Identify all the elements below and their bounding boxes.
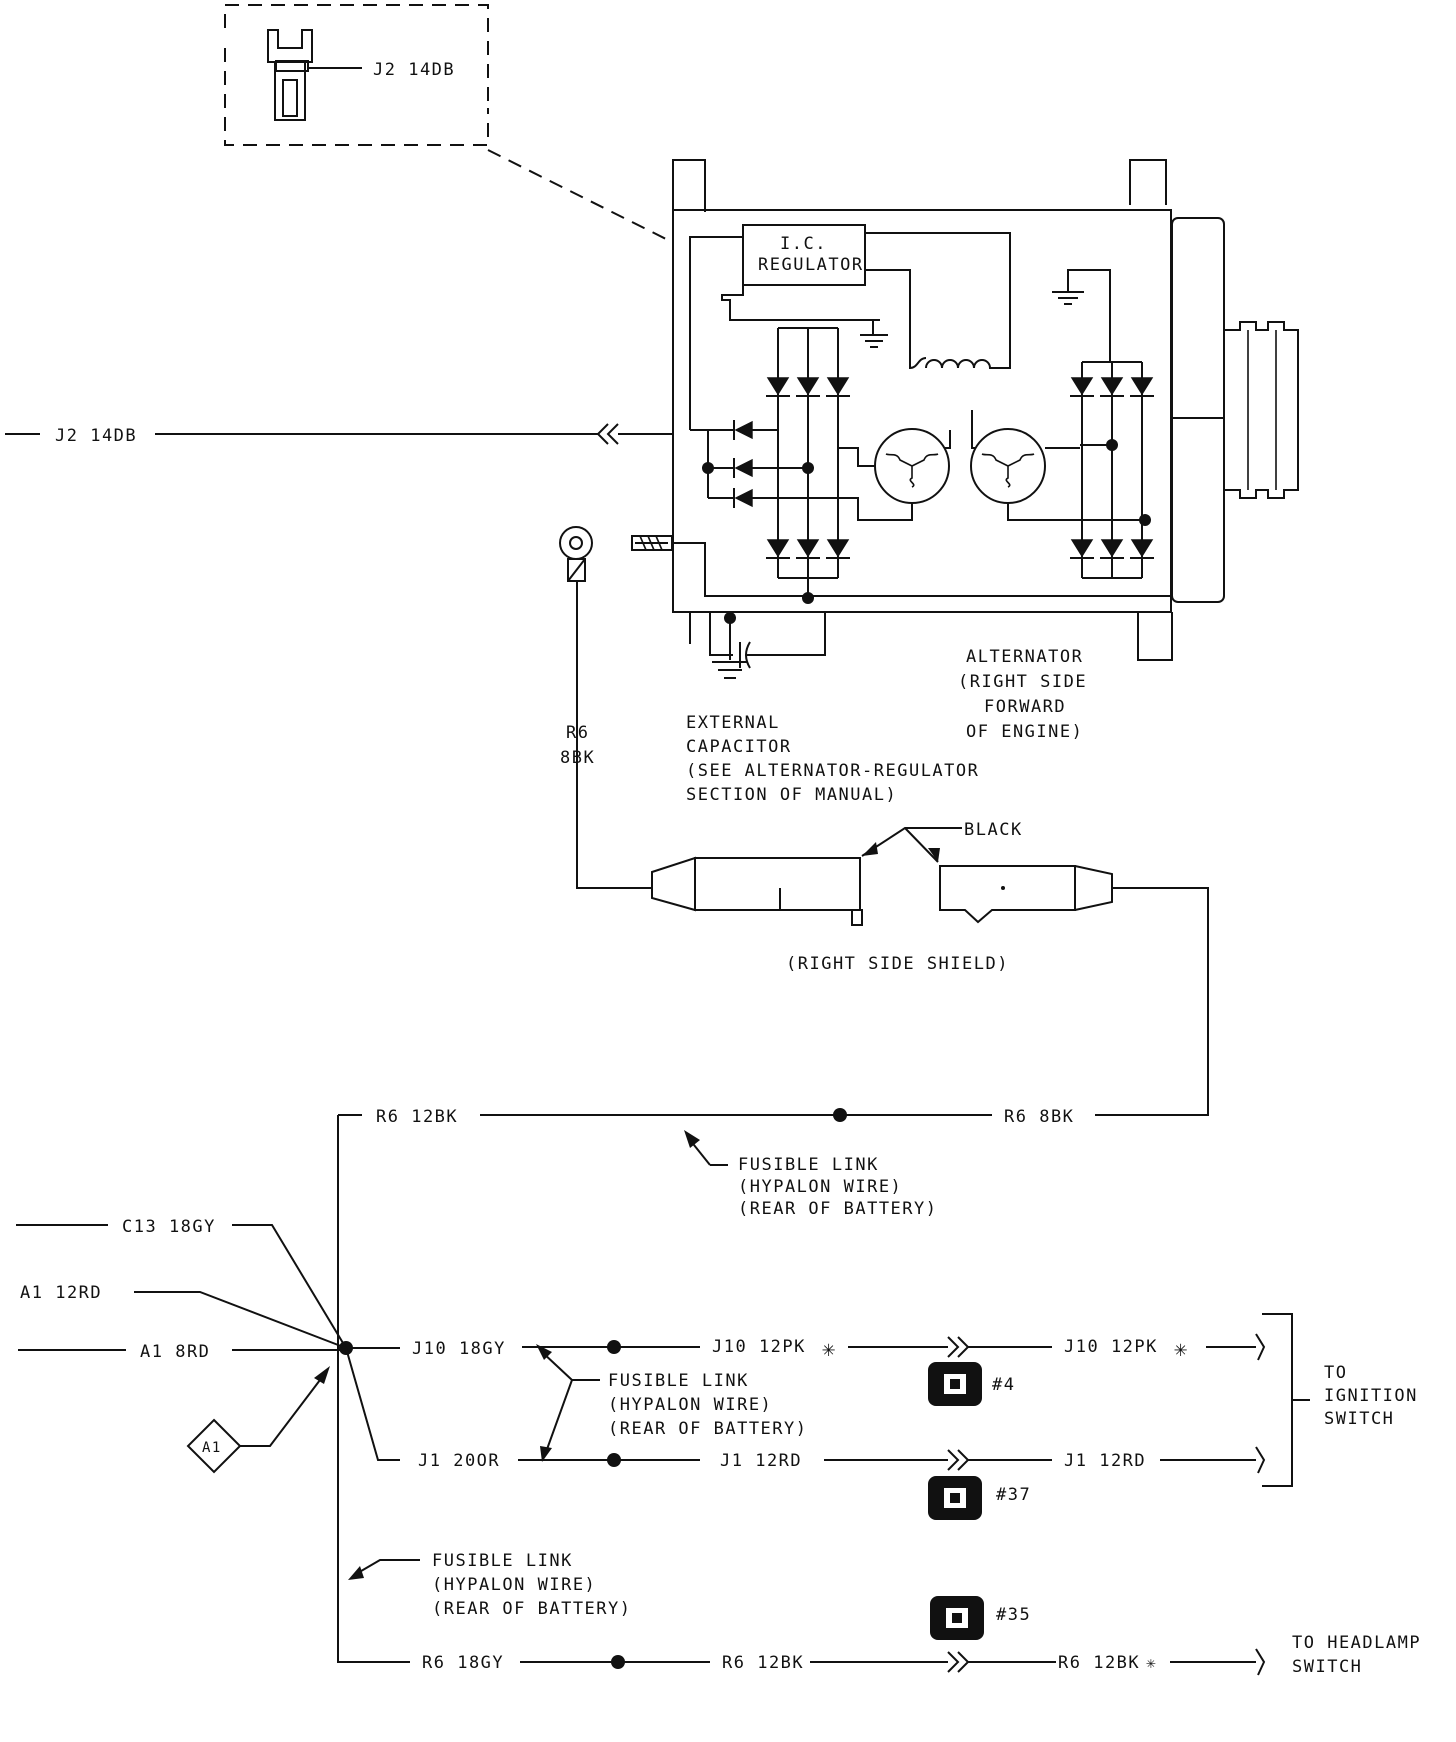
j10-asterisk-b: ✳ <box>1174 1337 1189 1362</box>
right-diode-bridge <box>1070 361 1154 579</box>
j2-wire-label: J2 14DB <box>55 426 137 446</box>
fusible-link-middle-note: FUSIBLE LINK (HYPALON WIRE) (REAR OF BAT… <box>536 1344 808 1462</box>
connector-badge-35: #35 <box>930 1596 1031 1640</box>
capacitor-caption-1: EXTERNAL <box>686 713 780 733</box>
j10-asterisk-a: ✳ <box>822 1337 837 1362</box>
r6-12bk-bottom-b-label: R6 12BK <box>1058 1653 1140 1673</box>
c13-label: C13 18GY <box>122 1217 216 1237</box>
regulator-label-2: REGULATOR <box>758 255 864 275</box>
fusible-bottom-3: (REAR OF BATTERY) <box>432 1599 632 1619</box>
j1-12rd-b-label: J1 12RD <box>1064 1451 1146 1471</box>
r6-top-run: R6 12BK R6 8BK <box>348 1107 1074 1166</box>
alternator-caption-1: ALTERNATOR <box>966 647 1083 667</box>
alternator-caption-4: OF ENGINE) <box>966 722 1083 742</box>
j2-wire: J2 14DB <box>5 423 673 446</box>
external-capacitor-symbol <box>709 612 826 679</box>
fusible-top-2: (HYPALON WIRE) <box>738 1177 902 1197</box>
r6-8bk-vertical-1: R6 <box>566 723 589 743</box>
r6-headlamp-circuit: R6 18GY R6 12BK R6 12BK ✳ TO HEADLAMP SW… <box>422 1633 1421 1677</box>
fusible-link-top-note: FUSIBLE LINK (HYPALON WIRE) (REAR OF BAT… <box>738 1155 938 1219</box>
r6-18gy-label: R6 18GY <box>422 1653 504 1673</box>
capacitor-caption-2: CAPACITOR <box>686 737 792 757</box>
c37-label: #37 <box>996 1485 1031 1505</box>
right-side-shield-connector <box>651 856 1209 1116</box>
j10-18gy-label: J10 18GY <box>412 1339 506 1359</box>
c4-label: #4 <box>992 1375 1015 1395</box>
a1-badge-label: A1 <box>202 1440 222 1456</box>
right-stator <box>970 410 1145 521</box>
j1-12rd-a-label: J1 12RD <box>720 1451 802 1471</box>
r6-asterisk: ✳ <box>1146 1653 1157 1672</box>
fusible-bottom-2: (HYPALON WIRE) <box>432 1575 596 1595</box>
fusible-bottom-1: FUSIBLE LINK <box>432 1551 573 1571</box>
r6-12bk-top-label: R6 12BK <box>376 1107 458 1127</box>
j2-connector-icon <box>267 29 313 121</box>
ignition-3: SWITCH <box>1324 1409 1394 1429</box>
alternator: I.C. REGULATOR <box>631 159 1299 679</box>
main-splice: C13 18GY A1 12RD A1 8RD A1 <box>16 1114 410 1663</box>
ignition-switch-destination: TO IGNITION SWITCH <box>1262 1313 1418 1487</box>
fusible-link-bottom-note: FUSIBLE LINK (HYPALON WIRE) (REAR OF BAT… <box>348 1551 632 1619</box>
inset-leader-line <box>487 149 669 241</box>
fusible-top-3: (REAR OF BATTERY) <box>738 1199 938 1219</box>
shield-caption: (RIGHT SIDE SHIELD) <box>786 954 1009 974</box>
r6-12bk-bottom-a-label: R6 12BK <box>722 1653 804 1673</box>
fusible-middle-2: (HYPALON WIRE) <box>608 1395 772 1415</box>
fusible-middle-3: (REAR OF BATTERY) <box>608 1419 808 1439</box>
alternator-caption: ALTERNATOR (RIGHT SIDE FORWARD OF ENGINE… <box>958 647 1087 742</box>
j1-20or-label: J1 20OR <box>418 1451 500 1471</box>
inset-connector-view: J2 14DB <box>224 4 669 241</box>
c35-label: #35 <box>996 1605 1031 1625</box>
left-diode-bridge <box>690 327 850 579</box>
headlamp-1: TO HEADLAMP <box>1292 1633 1421 1653</box>
ignition-2: IGNITION <box>1324 1386 1418 1406</box>
left-stator <box>838 428 951 521</box>
ignition-1: TO <box>1324 1363 1347 1383</box>
black-leader <box>861 827 962 863</box>
r6-8bk-vertical-2: 8BK <box>560 748 595 768</box>
fusible-top-1: FUSIBLE LINK <box>738 1155 879 1175</box>
alternator-caption-3: FORWARD <box>984 697 1066 717</box>
j10-12pk-b-label: J10 12PK <box>1064 1337 1158 1357</box>
fusible-middle-1: FUSIBLE LINK <box>608 1371 749 1391</box>
a1-12rd-label: A1 12RD <box>20 1283 102 1303</box>
j1-circuit: J1 20OR J1 12RD J1 12RD <box>418 1446 1266 1474</box>
ic-regulator <box>742 224 866 286</box>
j10-12pk-a-label: J10 12PK <box>712 1337 806 1357</box>
a1-splice-badge: A1 <box>186 1366 330 1474</box>
regulator-label-1: I.C. <box>780 234 827 254</box>
a1-8rd-label: A1 8RD <box>140 1342 210 1362</box>
r6-8bk-top-label: R6 8BK <box>1004 1107 1074 1127</box>
connector-badge-4: #4 <box>928 1362 1015 1406</box>
external-capacitor-caption: EXTERNAL CAPACITOR (SEE ALTERNATOR-REGUL… <box>686 713 979 805</box>
field-coil <box>909 357 1011 370</box>
ring-terminal <box>559 526 652 889</box>
j10-circuit: J10 18GY J10 12PK ✳ J10 12PK ✳ <box>412 1333 1266 1362</box>
connector-badge-37: #37 <box>928 1476 1031 1520</box>
headlamp-2: SWITCH <box>1292 1657 1362 1677</box>
pulley <box>1171 217 1299 603</box>
alternator-caption-2: (RIGHT SIDE <box>958 672 1087 692</box>
capacitor-caption-4: SECTION OF MANUAL) <box>686 785 897 805</box>
capacitor-caption-3: (SEE ALTERNATOR-REGULATOR <box>686 761 979 781</box>
inset-j2-label: J2 14DB <box>373 60 455 80</box>
black-label: BLACK <box>964 820 1023 840</box>
